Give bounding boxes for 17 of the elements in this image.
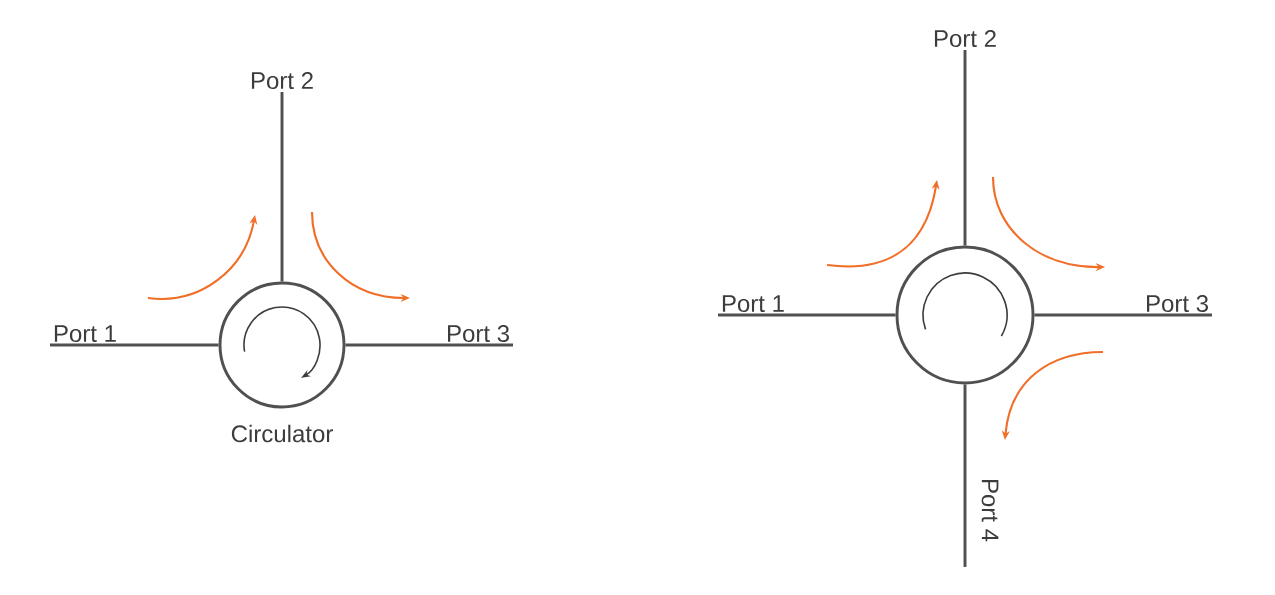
port-line (50, 343, 219, 347)
port-label: Port 4 (981, 479, 999, 542)
port-label: Port 1 (54, 325, 116, 343)
port-label: Port 2 (251, 72, 313, 90)
port-line (345, 343, 513, 347)
port-label: Port 2 (934, 30, 996, 48)
port-label: Port 3 (448, 325, 509, 343)
port-label: Port 3 (1147, 295, 1208, 313)
port-line (718, 313, 896, 317)
circulator-circle (895, 245, 1035, 385)
port-line (280, 92, 284, 282)
port-line (1034, 313, 1212, 317)
port-line (963, 50, 967, 246)
port-label: Port 1 (722, 295, 784, 313)
port-line (963, 384, 967, 567)
circulator-circle (218, 281, 346, 409)
node-label: Circulator (231, 424, 333, 443)
